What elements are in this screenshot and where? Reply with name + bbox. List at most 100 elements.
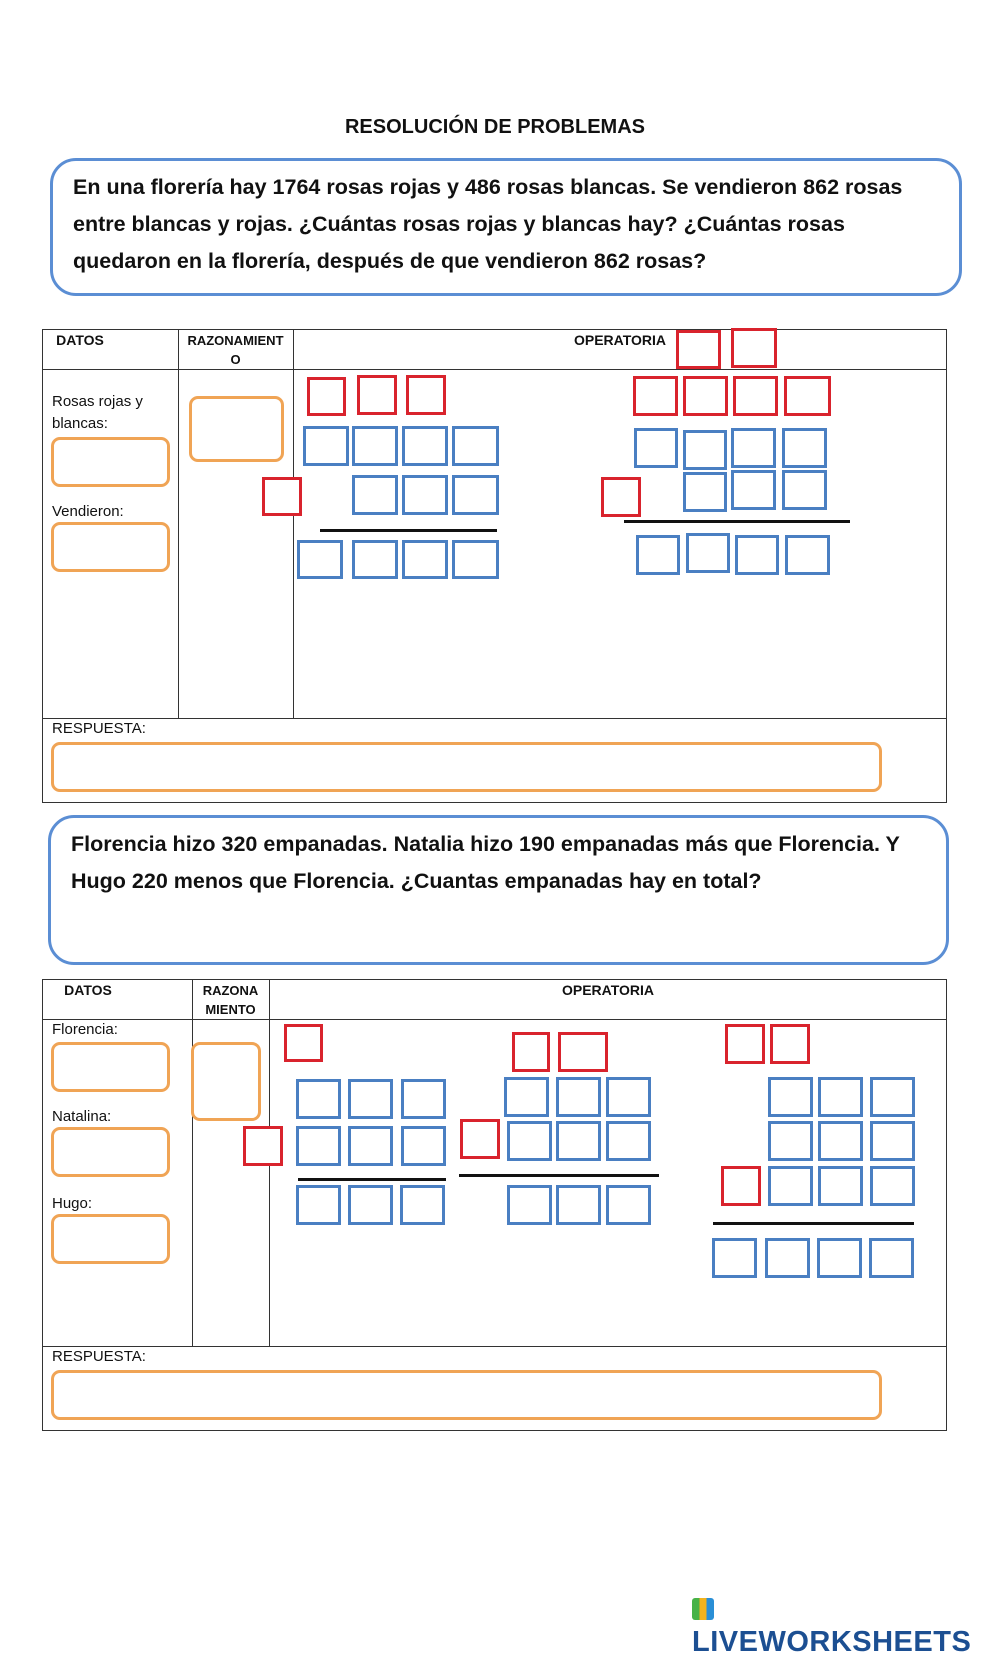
digit-box[interactable] [352, 475, 398, 515]
result-box[interactable] [556, 1185, 601, 1225]
digit-box[interactable] [634, 428, 678, 468]
digit-box[interactable] [731, 470, 776, 510]
carry-box[interactable] [770, 1024, 810, 1064]
digit-box[interactable] [818, 1121, 863, 1161]
label-florencia: Florencia: [52, 1021, 118, 1038]
result-box[interactable] [507, 1185, 552, 1225]
digit-box[interactable] [782, 428, 827, 468]
digit-box[interactable] [768, 1077, 813, 1117]
rosas-input[interactable] [51, 437, 170, 487]
result-box[interactable] [869, 1238, 914, 1278]
result-box[interactable] [606, 1185, 651, 1225]
carry-box[interactable] [633, 376, 678, 416]
result-box[interactable] [296, 1185, 341, 1225]
carry-box[interactable] [307, 377, 346, 416]
digit-box[interactable] [606, 1121, 651, 1161]
razonamiento-input[interactable] [189, 396, 284, 462]
digit-box[interactable] [818, 1077, 863, 1117]
florencia-input[interactable] [51, 1042, 170, 1092]
carry-box[interactable] [784, 376, 831, 416]
digit-box[interactable] [870, 1077, 915, 1117]
digit-box[interactable] [401, 1079, 446, 1119]
carry-box[interactable] [558, 1032, 608, 1072]
digit-box[interactable] [818, 1166, 863, 1206]
header-operatoria: OPERATORIA [561, 982, 655, 998]
carry-box[interactable] [725, 1024, 765, 1064]
digit-box[interactable] [556, 1121, 601, 1161]
respuesta-input[interactable] [51, 742, 882, 792]
digit-box[interactable] [352, 426, 398, 466]
table-header-divider [42, 369, 947, 370]
problem-2-table [42, 979, 947, 1431]
digit-box[interactable] [870, 1121, 915, 1161]
carry-box[interactable] [731, 328, 777, 368]
table-col-divider [192, 979, 193, 1346]
result-box[interactable] [712, 1238, 757, 1278]
header-datos: DATOS [56, 332, 104, 348]
problem-1-table [42, 329, 947, 803]
problem-1-statement: En una florería hay 1764 rosas rojas y 4… [50, 158, 962, 296]
operator-box[interactable] [601, 477, 641, 517]
digit-box[interactable] [504, 1077, 549, 1117]
table-answer-divider [42, 1346, 947, 1347]
digit-box[interactable] [303, 426, 349, 466]
digit-box[interactable] [348, 1079, 393, 1119]
label-vendieron: Vendieron: [52, 503, 124, 520]
digit-box[interactable] [731, 428, 776, 468]
carry-box[interactable] [284, 1024, 323, 1062]
carry-box[interactable] [683, 376, 728, 416]
digit-box[interactable] [296, 1079, 341, 1119]
vendieron-input[interactable] [51, 522, 170, 572]
carry-box[interactable] [733, 376, 778, 416]
operator-box[interactable] [460, 1119, 500, 1159]
digit-box[interactable] [402, 426, 448, 466]
result-box[interactable] [348, 1185, 393, 1225]
operator-box[interactable] [243, 1126, 283, 1166]
hugo-input[interactable] [51, 1214, 170, 1264]
operator-box[interactable] [262, 477, 302, 516]
respuesta-input[interactable] [51, 1370, 882, 1420]
digit-box[interactable] [401, 1126, 446, 1166]
result-box[interactable] [765, 1238, 810, 1278]
digit-box[interactable] [296, 1126, 341, 1166]
digit-box[interactable] [683, 472, 727, 512]
digit-box[interactable] [683, 430, 727, 470]
table-answer-divider [42, 718, 947, 719]
digit-box[interactable] [782, 470, 827, 510]
operation-line [298, 1178, 446, 1181]
digit-box[interactable] [402, 475, 448, 515]
digit-box[interactable] [556, 1077, 601, 1117]
result-box[interactable] [352, 540, 398, 579]
digit-box[interactable] [606, 1077, 651, 1117]
result-box[interactable] [297, 540, 343, 579]
result-box[interactable] [735, 535, 779, 575]
label-hugo: Hugo: [52, 1195, 93, 1212]
result-box[interactable] [636, 535, 680, 575]
digit-box[interactable] [768, 1166, 813, 1206]
razonamiento-input[interactable] [191, 1042, 261, 1121]
digit-box[interactable] [348, 1126, 393, 1166]
result-box[interactable] [400, 1185, 445, 1225]
natalina-input[interactable] [51, 1127, 170, 1177]
table-col-divider [293, 329, 294, 718]
digit-box[interactable] [870, 1166, 915, 1206]
digit-box[interactable] [452, 475, 499, 515]
result-box[interactable] [817, 1238, 862, 1278]
result-box[interactable] [785, 535, 830, 575]
header-operatoria: OPERATORIA [573, 332, 667, 348]
brand-logo: LIVEWORKSHEETS [692, 1593, 992, 1659]
operation-line [713, 1222, 914, 1225]
carry-box[interactable] [406, 375, 446, 415]
result-box[interactable] [452, 540, 499, 579]
carry-box[interactable] [512, 1032, 550, 1072]
digit-box[interactable] [768, 1121, 813, 1161]
digit-box[interactable] [507, 1121, 552, 1161]
carry-box[interactable] [357, 375, 397, 415]
operator-box[interactable] [721, 1166, 761, 1206]
liveworksheets-logo-icon [692, 1598, 714, 1620]
result-box[interactable] [402, 540, 448, 579]
carry-box[interactable] [676, 330, 721, 369]
result-box[interactable] [686, 533, 730, 573]
operation-line [320, 529, 497, 532]
digit-box[interactable] [452, 426, 499, 466]
